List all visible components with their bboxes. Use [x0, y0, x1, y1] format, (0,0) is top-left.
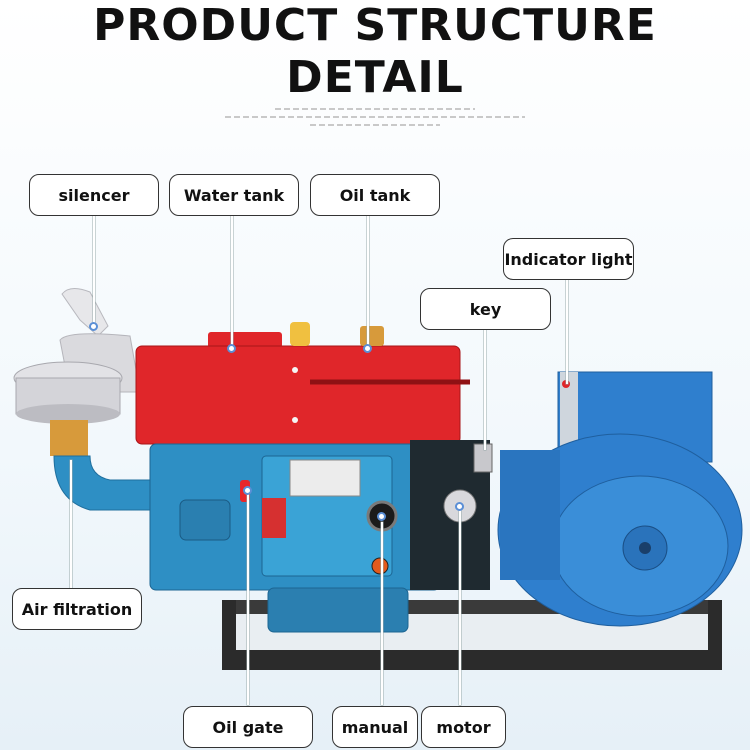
frame-leg-right — [708, 600, 722, 670]
leader-key — [484, 330, 486, 450]
label-oil-tank: Oil tank — [310, 174, 440, 216]
page-title-line1: PRODUCT STRUCTURE — [93, 0, 657, 51]
oil-tank-cap — [360, 326, 384, 346]
pointer-oil-gate — [243, 486, 252, 495]
water-tank-body — [135, 345, 461, 445]
leader-motor — [459, 510, 461, 705]
fuel-pump — [179, 499, 231, 541]
pointer-manual — [377, 512, 386, 521]
pointer-oil-tank — [363, 344, 372, 353]
air-filter-base — [16, 404, 120, 424]
label-motor: motor — [421, 706, 506, 748]
leader-air-filtration — [70, 460, 72, 588]
label-air-filtration: Air filtration — [12, 588, 142, 630]
pointer-silencer — [89, 322, 98, 331]
leader-oil-tank — [367, 216, 369, 346]
leader-silencer — [93, 216, 95, 326]
control-panel-side — [560, 372, 578, 462]
label-oil-gate: Oil gate — [183, 706, 313, 748]
pointer-water-tank — [227, 344, 236, 353]
leader-manual — [381, 522, 383, 705]
silencer-pipe-tip — [61, 288, 109, 337]
label-manual: manual — [332, 706, 418, 748]
decorative-line — [310, 124, 440, 126]
oil-drain-knob — [371, 557, 389, 575]
air-filter-copper-neck — [50, 420, 88, 456]
page-title-line2: DETAIL — [286, 52, 464, 103]
generator-coupling — [500, 450, 560, 580]
engine-sump — [267, 587, 409, 633]
leader-oil-gate — [247, 490, 249, 705]
decorative-line — [275, 108, 475, 110]
label-silencer: silencer — [29, 174, 159, 216]
warning-plate — [262, 498, 286, 538]
frame-leg-left — [222, 600, 236, 670]
engine-nameplate — [289, 459, 361, 497]
decorative-line — [225, 116, 525, 118]
pointer-motor — [455, 502, 464, 511]
leader-indicator-light — [566, 280, 568, 384]
label-indicator-light: Indicator light — [503, 238, 634, 280]
frame-rail-bottom — [222, 650, 722, 670]
label-water-tank: Water tank — [169, 174, 299, 216]
lifting-ring — [290, 322, 310, 346]
ignition-key — [473, 443, 493, 473]
water-tank-cap — [208, 332, 282, 348]
leader-water-tank — [231, 216, 233, 346]
indicator-lamp — [562, 380, 570, 388]
label-key: key — [420, 288, 551, 330]
